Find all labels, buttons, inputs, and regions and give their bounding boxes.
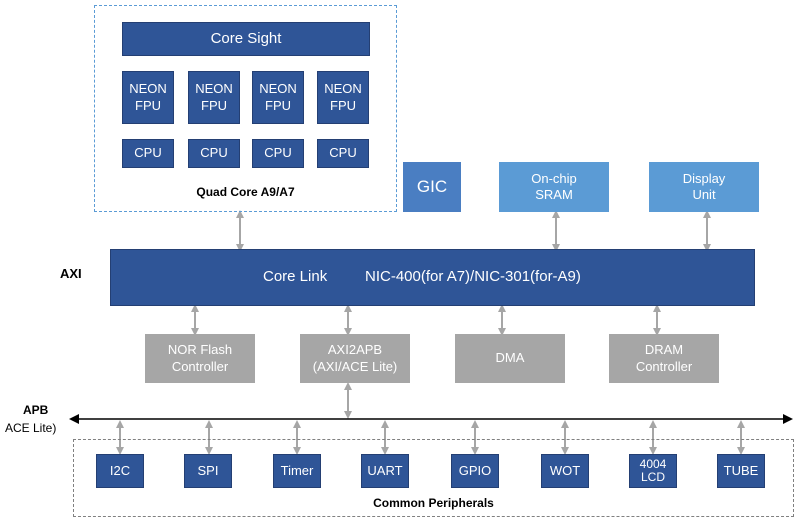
cpu-block-3: CPU	[252, 139, 304, 168]
apb-sublabel: ACE Lite)	[5, 421, 57, 435]
axi-label: AXI	[60, 266, 82, 281]
i2c-block: I2C	[96, 454, 144, 488]
neon-fpu-block-3: NEON FPU	[252, 71, 304, 124]
cpu-block-2: CPU	[188, 139, 240, 168]
apb-label: APB	[23, 403, 49, 417]
tube-block: TUBE	[717, 454, 765, 488]
lcd-block: 4004 LCD	[629, 454, 677, 488]
dma-block: DMA	[455, 334, 565, 383]
peripherals-caption: Common Peripherals	[373, 496, 494, 510]
wot-block: WOT	[541, 454, 589, 488]
gic-block: GIC	[403, 162, 461, 212]
axi2apb-block: AXI2APB (AXI/ACE Lite)	[300, 334, 410, 383]
display-unit-block: Display Unit	[649, 162, 759, 212]
neon-fpu-block-1: NEON FPU	[122, 71, 174, 124]
sram-block: On-chip SRAM	[499, 162, 609, 212]
spi-block: SPI	[184, 454, 232, 488]
cluster-caption: Quad Core A9/A7	[196, 185, 295, 199]
gpio-block: GPIO	[451, 454, 499, 488]
timer-block: Timer	[273, 454, 321, 488]
nor-flash-controller-block: NOR Flash Controller	[145, 334, 255, 383]
uart-block: UART	[361, 454, 409, 488]
cpu-block-1: CPU	[122, 139, 174, 168]
cpu-cluster	[94, 5, 397, 212]
corelink-bus: Core Link NIC-400(for A7)/NIC-301(for-A9…	[110, 249, 755, 306]
neon-fpu-block-2: NEON FPU	[188, 71, 240, 124]
neon-fpu-block-4: NEON FPU	[317, 71, 369, 124]
cpu-block-4: CPU	[317, 139, 369, 168]
dram-controller-block: DRAM Controller	[609, 334, 719, 383]
coresight-block: Core Sight	[122, 22, 370, 56]
corelink-label: Core Link	[263, 268, 328, 285]
peripherals-group	[73, 439, 794, 517]
nic-label: NIC-400(for A7)/NIC-301(for-A9)	[365, 268, 581, 285]
